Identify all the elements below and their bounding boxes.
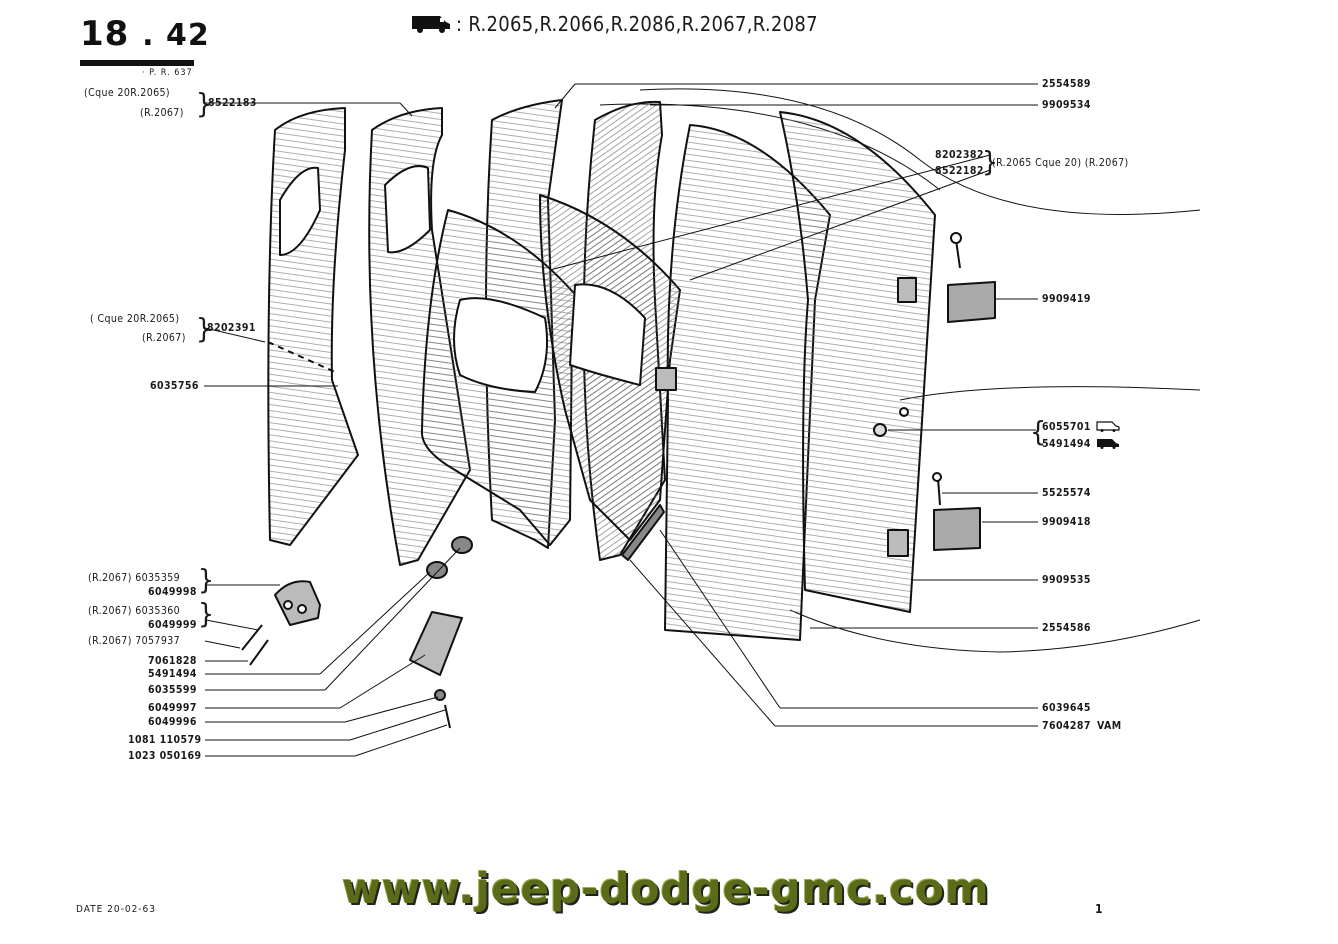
part-5491494-right: 5491494: [1042, 438, 1091, 450]
part-5525574: 5525574: [1042, 487, 1091, 499]
label-cque20-r2065-a: (Cque 20R.2065): [84, 87, 171, 99]
part-1023-050169: 1023 050169: [128, 750, 202, 762]
part-2554586: 2554586: [1042, 622, 1091, 634]
part-8522182: 8522182: [935, 165, 984, 177]
model-list: : R.2065,R.2066,R.2086,R.2067,R.2087: [456, 12, 818, 36]
part-1081-110579: 1081 110579: [128, 734, 202, 746]
van-icon: [412, 16, 450, 33]
part-6035756: 6035756: [150, 380, 199, 392]
page-number-underline: [80, 60, 194, 66]
brace-2: }: [196, 312, 213, 345]
part-2554589: 2554589: [1042, 78, 1091, 90]
part-5491494-left: 5491494: [148, 668, 197, 680]
page-number-main: 18: [80, 14, 130, 54]
part-9909418: 9909418: [1042, 516, 1091, 528]
website-watermark: www.jeep-dodge-gmc.com: [342, 864, 990, 913]
part-9909535: 9909535: [1042, 574, 1091, 586]
part-6039645: 6039645: [1042, 702, 1091, 714]
sheet-number: 1: [1095, 902, 1103, 916]
label-vam: VAM: [1097, 720, 1122, 732]
label-r2065-cque20-r2067: (R.2065 Cque 20) (R.2067): [992, 157, 1129, 169]
part-6055701: 6055701: [1042, 421, 1091, 433]
part-6035599: 6035599: [148, 684, 197, 696]
part-7057937: (R.2067) 7057937: [88, 635, 181, 647]
part-6049998: 6049998: [148, 586, 197, 598]
van-icon-light: [1096, 421, 1120, 432]
brace-5: }: [982, 145, 999, 178]
page-number-sub: . 42: [142, 18, 210, 53]
part-9909534: 9909534: [1042, 99, 1091, 111]
brace-6: {: [1030, 415, 1047, 448]
label-cque20-r2065-b: ( Cque 20R.2065): [90, 313, 180, 325]
label-r2067-a: (R.2067): [140, 107, 184, 119]
brace-4: }: [198, 597, 215, 630]
pr-code: · P. R. 637: [142, 68, 193, 78]
page-number: 18 . 42: [80, 14, 210, 54]
part-7061828: 7061828: [148, 655, 197, 667]
part-6035359: (R.2067) 6035359: [88, 572, 181, 584]
part-8202391: 8202391: [207, 322, 256, 334]
part-6049997: 6049997: [148, 702, 197, 714]
part-8522183: 8522183: [208, 97, 257, 109]
part-9909419: 9909419: [1042, 293, 1091, 305]
date-stamp: DATE 20-02-63: [76, 904, 156, 915]
part-6035360: (R.2067) 6035360: [88, 605, 181, 617]
part-6049996: 6049996: [148, 716, 197, 728]
van-icon-dark: [1097, 439, 1119, 449]
part-8202382: 8202382: [935, 149, 984, 161]
brace-1: }: [196, 87, 213, 120]
brace-3: }: [198, 563, 215, 596]
part-7604287: 7604287: [1042, 720, 1091, 732]
label-r2067-b: (R.2067): [142, 332, 186, 344]
part-6049999: 6049999: [148, 619, 197, 631]
